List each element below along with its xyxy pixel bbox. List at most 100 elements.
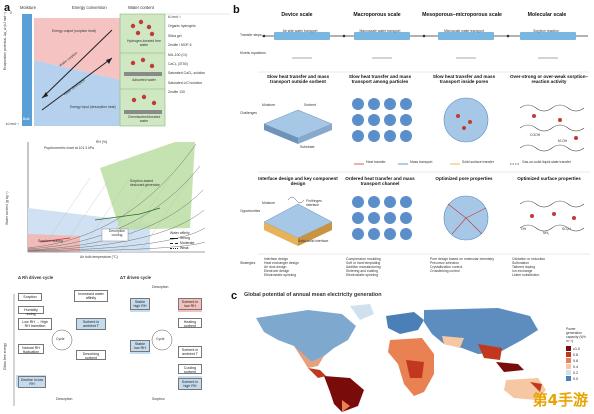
b-row-opportunities: Opportunities [240, 209, 261, 213]
b-row-challenges: Challenges [240, 111, 257, 115]
lc-box-4: Sorbent in ambient T [76, 318, 106, 330]
map-legend-label: 0.2 [573, 370, 578, 375]
water-molecules-icon [130, 19, 157, 106]
b-legend-2: Solid surface transfer [462, 160, 495, 164]
b-opp-1: Ordered heat transfer and mass transport… [345, 176, 415, 186]
b-opp-fins: Fin/fringes interface [306, 199, 322, 207]
sorption-arrow [41, 29, 113, 99]
b-legend-0: Heat transfer [366, 160, 386, 164]
b-strategies-1: Compression moulding Soft or hard templa… [346, 257, 381, 277]
rc-box-3: Cycle [156, 337, 165, 341]
rc-box-8: Sorbent in high RH [178, 378, 202, 390]
map-legend-item: ≥1.0 [566, 346, 590, 352]
b-chem-3: COOH [530, 133, 541, 137]
b-row-kinetic: Kinetic equations [240, 51, 266, 55]
psychrometric-chart [27, 142, 206, 253]
north-america [256, 310, 356, 362]
map-legend-label: 0.0 [573, 376, 578, 381]
desorption-region [34, 18, 120, 80]
lc-box-1: Increased water affinity [74, 290, 108, 302]
panel-letter-c: c [231, 290, 238, 302]
rc-box-5: Stable low RH [130, 340, 150, 352]
challenge-molecular-icon [519, 104, 585, 152]
col-moisture: Moisture [20, 5, 37, 10]
b-col-0: Device scale [281, 12, 313, 18]
material-5: CaCl₂ (3T50) [168, 62, 188, 67]
b-opp-moisture: Moisture [262, 201, 276, 205]
chart-ylabel: Water content (g kg⁻¹) [5, 191, 9, 225]
map-legend-label: 0.6 [573, 358, 578, 363]
b-transfer-0: Air side water transport [282, 29, 318, 33]
map-legend-item: 0.2 [566, 370, 590, 376]
rc-box-2: Stable high RH [130, 298, 150, 310]
materials-list: kJ mol⁻¹ Organic hydrogels Silica gel Ze… [168, 15, 230, 101]
map-legend-item: 0.0 [566, 376, 590, 382]
challenge-device-icon [263, 109, 333, 144]
legend-moderate: Moderate [170, 241, 194, 246]
rc-box-1: Sorbent in low RH [178, 298, 202, 310]
state1: Hydrogen-bonded free water [127, 39, 161, 47]
state3: Chemisorbed/bonded water [127, 115, 161, 123]
material-7: Saturated LiCl solution [168, 80, 203, 85]
b-challenge-2: Slow heat transfer and mass transport in… [432, 74, 496, 84]
rc-box-9: Sorption [152, 397, 165, 401]
left-cycle-title: Δ Rh driven cycle [18, 275, 54, 280]
b-col-2: Mesoporous–microporous scale [422, 12, 502, 18]
material-3: Zeolite / MOF-5 [168, 43, 192, 48]
bulk-bar [22, 14, 32, 126]
region-cooling-label: Desorption cooling [108, 229, 126, 237]
a-ybottom: kJ mol⁻¹ [6, 122, 19, 126]
map-legend-item: 0.8 [566, 352, 590, 358]
desorption-arrow [41, 57, 113, 111]
b-chem-2: SO₃H [562, 227, 571, 231]
b-ch-moisture: Moisture [262, 103, 276, 107]
rc-box-0: Desorption [152, 285, 169, 289]
b-strategies-2: Pore design based on molecular chemistry… [430, 257, 495, 273]
energy-diagram-svg [22, 13, 230, 127]
b-challenge-3: Over-strong or over-weak sorption–reacti… [509, 74, 589, 84]
opp-molecular-icon [519, 200, 585, 232]
map-legend-swatch [566, 370, 571, 376]
state2: Adsorbed water [132, 78, 156, 82]
challenge-macro-icon [352, 98, 412, 142]
europe [386, 312, 424, 334]
b-row-strategies: Strategies [240, 261, 256, 265]
map-legend-swatch [566, 346, 571, 352]
b-opp-0: Interface design and key component desig… [258, 176, 338, 186]
material-0: kJ mol⁻¹ [168, 15, 181, 19]
material-4: MIL-100 (Cr) [168, 52, 188, 57]
b-opp-3: Optimized surface properties [517, 176, 581, 181]
b-chem-4: M-OH [558, 139, 568, 143]
world-map [238, 300, 568, 412]
b-col-3: Molecular scale [527, 12, 567, 18]
material-2: Silica gel [168, 33, 182, 38]
rc-box-7: Cooling sorbent [178, 364, 202, 374]
lc-box-9: Desorption [56, 397, 73, 401]
map-legend-title: Power generation capacity (Wh m⁻²) [566, 327, 586, 343]
enthalpy-lines [39, 177, 191, 253]
chart-xlabel: Air bulb temperature (°C) [80, 255, 118, 259]
panel-b-svg [258, 32, 590, 255]
lc-box-7: Desorbing sorbent [76, 350, 106, 360]
sorption-region [34, 60, 120, 126]
material-1: Organic hydrogels [168, 24, 196, 29]
states-panel [119, 13, 166, 127]
south-america [324, 376, 364, 412]
b-strategies-3: Oxidation or reduction Sulfonation Tailo… [512, 257, 546, 277]
b-challenge-0: Slow heat transfer and mass transport ou… [266, 74, 330, 84]
b-opp-2: Optimized pore properties [435, 176, 493, 181]
rc-box-4: Heating sorbent [178, 318, 202, 328]
legend-title: Water affinity [170, 231, 190, 235]
panel-letter-b: b [233, 4, 240, 16]
b-ch-substrate: Substrate [300, 145, 315, 149]
sorption-region [100, 142, 195, 230]
region-sorption-label: Sorption-based desiccant generator [130, 179, 160, 187]
a-ytop: 0 [10, 11, 12, 15]
right-cycle-title: ΔT driven cycle [120, 275, 151, 280]
lc-box-0: Sorption [18, 293, 42, 301]
col-states: Water content [128, 5, 154, 10]
b-transfer-2: Microscale water transport [444, 29, 484, 33]
bulk-label: Bulk [23, 117, 30, 121]
material-6: Saturated CaCl₂ solution [168, 71, 206, 76]
watermark-logo: 第4手游 [532, 391, 588, 409]
